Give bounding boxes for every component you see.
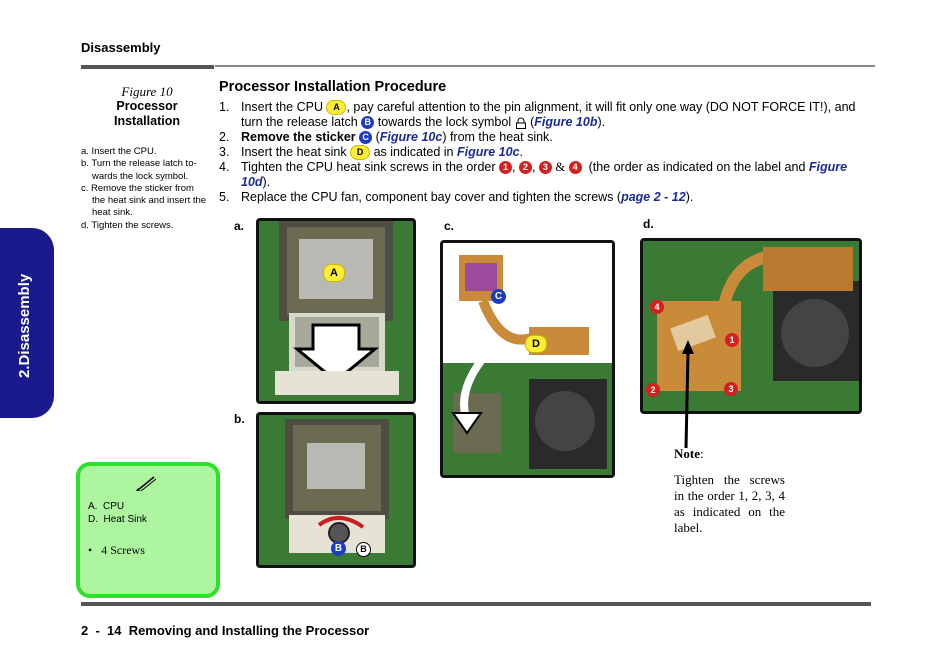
procedure-title: Processor Installation Procedure bbox=[219, 79, 447, 95]
step-text: (the order as indicated on the label and bbox=[588, 160, 806, 174]
photo-d-screw-4: 4 bbox=[650, 300, 664, 314]
step-text: ( bbox=[375, 130, 380, 144]
step-text: . bbox=[519, 144, 524, 159]
photo-a-cpu-insert: A bbox=[256, 218, 416, 404]
ampersand: & bbox=[555, 160, 566, 174]
procedure-step-5: 5. Replace the CPU fan, component bay co… bbox=[219, 190, 859, 205]
step-text: Insert the heat sink bbox=[241, 144, 347, 159]
figure-step: d. Tighten the screws. bbox=[81, 219, 174, 231]
step-text: Insert the CPU bbox=[241, 100, 323, 114]
figure-link[interactable]: Figure 10b bbox=[534, 115, 598, 130]
step-text: ). bbox=[597, 115, 606, 130]
procedure-step-4: 4. Tighten the CPU heat sink screws in t… bbox=[219, 160, 848, 189]
photo-a-label: a. bbox=[234, 219, 245, 233]
step-number: 5. bbox=[219, 189, 230, 204]
screw-4-badge: 4 bbox=[568, 161, 582, 175]
section-title: Disassembly bbox=[81, 40, 161, 55]
photo-d-screw-3: 3 bbox=[724, 382, 738, 396]
side-note-title: Note bbox=[674, 446, 700, 461]
photo-c-illustration bbox=[443, 243, 612, 475]
step-text: as indicated in bbox=[373, 144, 454, 159]
callout-c-badge: C bbox=[359, 131, 373, 145]
step-text: Tighten the CPU heat sink screws in the … bbox=[241, 160, 496, 174]
photo-b-callout-lock: B bbox=[356, 542, 371, 557]
figure-link[interactable]: Figure 10c bbox=[379, 130, 443, 144]
callout-b-badge: B bbox=[361, 116, 375, 130]
side-note: Note: Tighten the screws in the order 1,… bbox=[674, 446, 785, 536]
step-number: 4. bbox=[219, 160, 230, 174]
figure-title-1: Processor bbox=[116, 99, 178, 113]
page-link[interactable]: page 2 - 12 bbox=[621, 189, 686, 204]
page-footer: 2 - 14 Removing and Installing the Proce… bbox=[81, 623, 370, 638]
figure-step: a. Insert the CPU. bbox=[81, 146, 157, 157]
photo-b-callout-b: B bbox=[331, 541, 346, 556]
procedure-steps: 1. Insert the CPU A, pay careful attenti… bbox=[219, 100, 859, 204]
side-note-text: Tighten the screws in the order 1, 2, 3,… bbox=[674, 472, 785, 535]
note-bullet: • 4 Screws bbox=[88, 543, 145, 557]
step-number: 3. bbox=[219, 144, 230, 159]
photo-a-callout: A bbox=[323, 264, 345, 282]
step-text: Remove the sticker bbox=[241, 130, 356, 144]
photo-c-callout-d: D bbox=[525, 335, 547, 353]
chapter-tab bbox=[0, 228, 54, 418]
step-text: ). bbox=[685, 189, 694, 204]
step-number: 1. bbox=[219, 100, 230, 114]
lock-icon bbox=[515, 117, 526, 129]
figure-number: Figure 10 bbox=[121, 84, 173, 99]
photo-a-illustration bbox=[259, 221, 413, 401]
note-list: A. CPU D. Heat Sink bbox=[88, 500, 147, 526]
figure-steps: a. Insert the CPU. b. Turn the release l… bbox=[81, 146, 209, 232]
procedure-step-3: 3. Insert the heat sink D as indicated i… bbox=[219, 145, 859, 160]
figure-title-2: Installation bbox=[114, 114, 180, 128]
figure-caption: Figure 10 Processor Installation bbox=[58, 84, 236, 129]
pencil-icon bbox=[136, 476, 157, 492]
photo-c-label: c. bbox=[444, 219, 455, 233]
step-text: ( bbox=[530, 115, 535, 130]
step-text: ) from the heat sink. bbox=[442, 130, 553, 144]
note-box: A. CPU D. Heat Sink • 4 Screws bbox=[76, 462, 220, 598]
note-pointer-arrow bbox=[682, 340, 694, 449]
callout-a-badge: A bbox=[326, 100, 347, 116]
procedure-step-2: 2. Remove the sticker C (Figure 10c) fro… bbox=[219, 130, 859, 145]
header-rule bbox=[81, 65, 214, 69]
figure-step: b. Turn the release latch to-wards the l… bbox=[81, 158, 197, 182]
step-text: , pay careful attention to the pin align… bbox=[241, 100, 856, 130]
procedure-step-1: 1. Insert the CPU A, pay careful attenti… bbox=[219, 100, 859, 130]
figure-step: c. Remove the sticker from the heat sink… bbox=[81, 182, 207, 219]
note-item: D. Heat Sink bbox=[88, 514, 147, 525]
screw-1-badge: 1 bbox=[499, 161, 513, 175]
photo-d-illustration bbox=[643, 241, 859, 411]
photo-b-latch: B B bbox=[256, 412, 416, 568]
note-item: A. CPU bbox=[88, 501, 125, 512]
step-text: Replace the CPU fan, component bay cover… bbox=[241, 189, 622, 204]
photo-d-label: d. bbox=[643, 217, 654, 231]
photo-d-screws: 1 2 3 4 bbox=[640, 238, 862, 414]
step-number: 2. bbox=[219, 130, 230, 144]
figure-link[interactable]: Figure 10c bbox=[457, 144, 520, 159]
side-note-colon: : bbox=[700, 446, 704, 461]
callout-d-badge: D bbox=[350, 145, 371, 160]
step-text: towards the lock symbol bbox=[377, 115, 512, 130]
screw-2-badge: 2 bbox=[518, 161, 532, 175]
footer-rule bbox=[81, 602, 871, 606]
photo-b-label: b. bbox=[234, 412, 245, 426]
photo-c-callout-c: C bbox=[491, 289, 506, 304]
photo-d-screw-2: 2 bbox=[646, 383, 660, 397]
photo-c-heatsink: C D bbox=[440, 240, 615, 478]
figure-link[interactable]: Figure 10d bbox=[241, 160, 848, 189]
content-rule bbox=[215, 65, 875, 67]
step-text: ). bbox=[262, 174, 271, 189]
screw-3-badge: 3 bbox=[538, 161, 552, 175]
photo-d-screw-1: 1 bbox=[725, 333, 739, 347]
photo-b-illustration bbox=[259, 415, 413, 565]
chapter-tab-label: 2.Disassembly bbox=[16, 273, 33, 378]
